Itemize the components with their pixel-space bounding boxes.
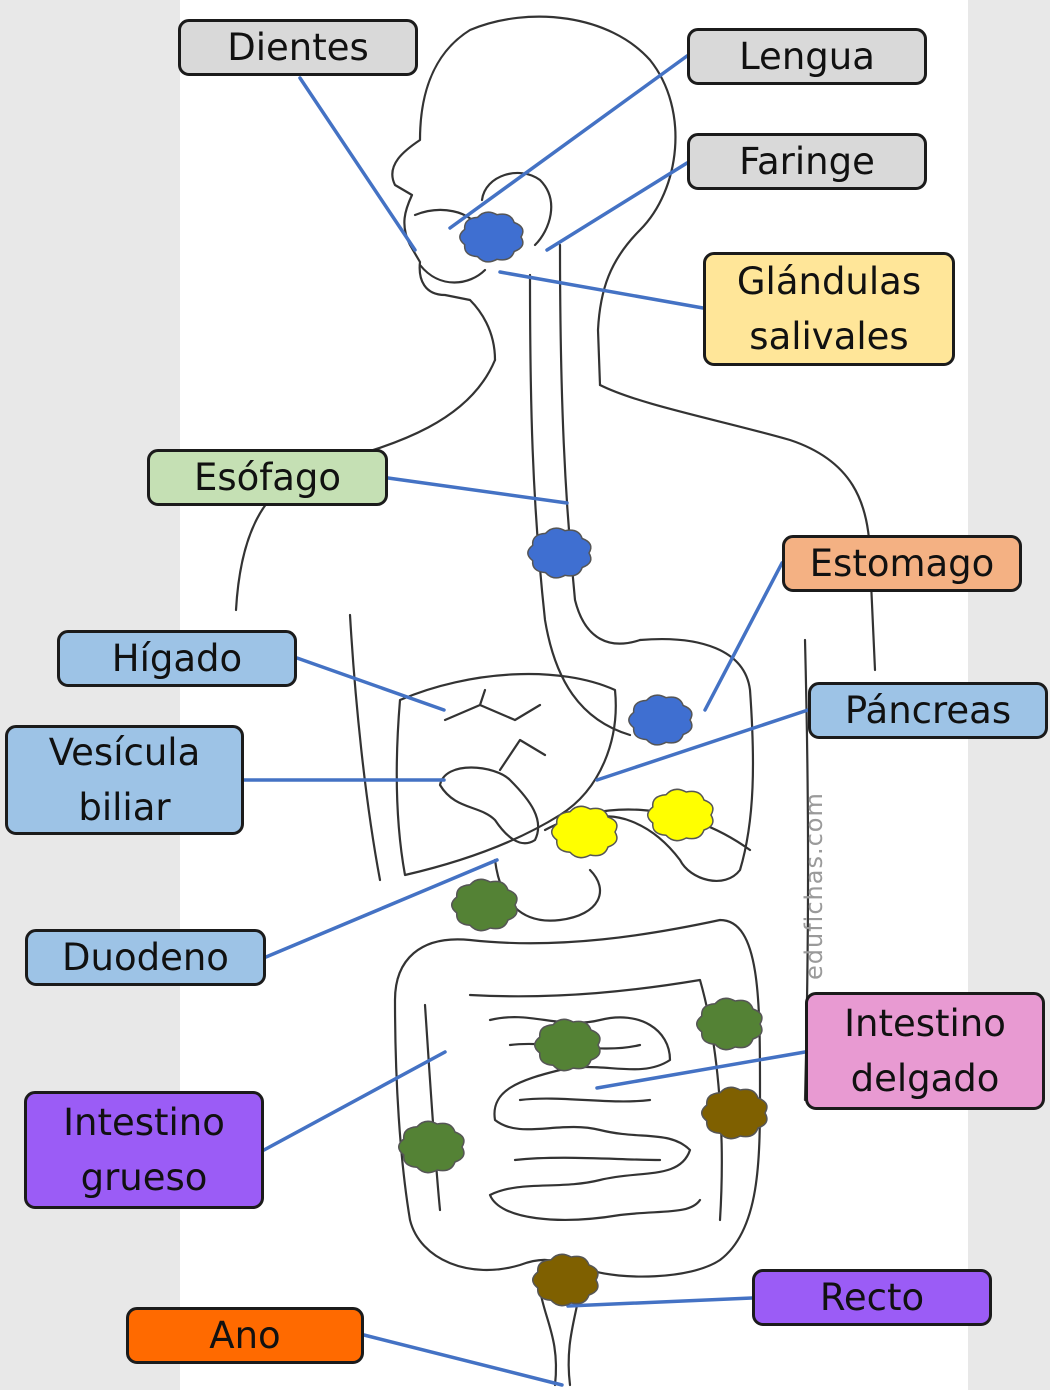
- connector-ano: [362, 1333, 564, 1387]
- label-faringe: Faringe: [687, 133, 927, 190]
- connector-esofago: [386, 476, 569, 505]
- marker-intestino-delgado-1: [533, 1018, 601, 1072]
- marker-recto: [531, 1253, 599, 1307]
- label-duodeno: Duodeno: [25, 929, 266, 986]
- connector-recto: [566, 1296, 754, 1308]
- head-outline: [391, 15, 677, 387]
- small-intestine: [488, 1016, 702, 1221]
- label-intestino-delgado: Intestino delgado: [805, 992, 1045, 1110]
- esophagus-left: [528, 273, 632, 737]
- marker-esofago: [527, 527, 592, 579]
- arm-left: [348, 613, 382, 882]
- marker-estomago: [628, 694, 693, 746]
- marker-intestino-delgado-2: [695, 997, 763, 1051]
- label-dientes: Dientes: [178, 19, 418, 76]
- label-vesicula-biliar: Vesícula biliar: [5, 725, 244, 835]
- large-intestine-inner: [423, 978, 723, 1222]
- marker-duodeno: [450, 878, 518, 932]
- marker-pancreas-2: [646, 788, 714, 842]
- label-estomago: Estomago: [782, 535, 1022, 592]
- marker-colon-distal: [700, 1086, 768, 1140]
- liver-veins: [443, 688, 547, 772]
- connector-estomago: [703, 561, 784, 712]
- connector-intestino-delgado: [595, 1050, 807, 1090]
- connector-glandulas: [498, 270, 705, 310]
- connector-intestino-grueso: [262, 1050, 447, 1152]
- tongue-outline: [480, 171, 553, 247]
- connector-higado: [295, 656, 446, 712]
- label-glandulas-salivales: Glándulas salivales: [703, 252, 955, 366]
- label-pancreas: Páncreas: [808, 682, 1048, 739]
- label-recto: Recto: [752, 1269, 992, 1326]
- stomach: [588, 638, 755, 882]
- large-intestine: [393, 918, 762, 1302]
- label-lengua: Lengua: [687, 28, 927, 85]
- watermark: edufichas.com: [800, 792, 828, 980]
- connector-pancreas: [595, 708, 810, 782]
- connector-lengua: [448, 54, 689, 230]
- label-higado: Hígado: [57, 630, 297, 687]
- marker-pancreas-1: [550, 805, 618, 859]
- label-ano: Ano: [126, 1307, 364, 1364]
- connector-dientes: [298, 76, 417, 252]
- gallbladder: [438, 766, 540, 845]
- marker-intestino-grueso: [397, 1120, 465, 1174]
- marker-boca: [459, 211, 524, 263]
- connector-duodeno: [264, 858, 499, 959]
- neck-right: [598, 383, 877, 672]
- label-esofago: Esófago: [147, 449, 388, 506]
- connector-faringe: [545, 161, 689, 252]
- label-intestino-grueso: Intestino grueso: [24, 1091, 264, 1209]
